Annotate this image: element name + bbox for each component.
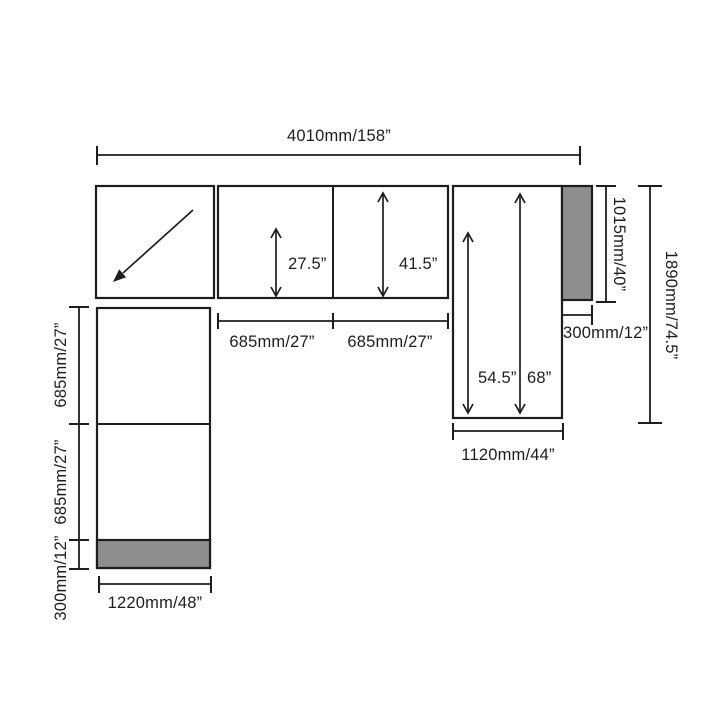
- right-arm-length-label: 1015mm/40”: [610, 197, 628, 292]
- left-width-label: 1220mm/48”: [108, 594, 203, 612]
- middle-width-label-1: 685mm/27”: [229, 333, 314, 351]
- left-section-outline: [95, 306, 212, 570]
- right-arm-width-dimension: 300mm/12”: [561, 305, 648, 342]
- left-width-dimension: 1220mm/48”: [98, 576, 212, 612]
- middle-sections-box: 27.5” 41.5”: [216, 184, 450, 300]
- total-depth-label: 68”: [527, 369, 551, 387]
- arrowhead-up: [514, 192, 526, 204]
- overall-depth-label: 1890mm/74.5”: [662, 251, 680, 360]
- left-depth-label-2: 685mm/27”: [52, 439, 70, 524]
- seat-height-arrow: [270, 227, 282, 298]
- corner-section-box: [94, 184, 216, 300]
- back-height-arrow: [377, 191, 389, 298]
- middle-width-label-2: 685mm/27”: [347, 333, 432, 351]
- seat-depth-label: 54.5”: [478, 369, 517, 387]
- right-section-outline: [451, 184, 564, 420]
- right-width-dimension: 1120mm/44”: [452, 423, 564, 464]
- overall-width-label: 4010mm/158”: [287, 127, 391, 145]
- right-arm-width-label: 300mm/12”: [563, 324, 648, 342]
- right-arm-panel: [560, 184, 594, 302]
- arrowhead-up: [377, 191, 389, 203]
- left-arm-depth-label: 300mm/12”: [52, 535, 70, 620]
- overall-depth-dimension: 1890mm/74.5”: [638, 185, 680, 424]
- arrowhead-up: [462, 231, 474, 243]
- seat-height-label: 27.5”: [288, 255, 327, 273]
- arrowhead-down: [462, 403, 474, 415]
- seat-depth-arrow: [462, 231, 474, 415]
- arrowhead-down: [514, 403, 526, 415]
- overall-width-dimension: 4010mm/158”: [96, 127, 581, 165]
- corner-diagonal-arrow: [113, 209, 194, 282]
- arrowhead-down: [377, 286, 389, 298]
- left-section-box: [95, 306, 212, 570]
- total-depth-arrow: [514, 192, 526, 415]
- arrowhead: [113, 269, 127, 282]
- arrowhead-down: [270, 286, 282, 298]
- right-section-box: 54.5” 68”: [451, 184, 594, 420]
- arrowhead-up: [270, 227, 282, 239]
- left-depth-label-1: 685mm/27”: [52, 322, 70, 407]
- left-depth-dimensions: 685mm/27” 685mm/27” 300mm/12”: [52, 306, 89, 621]
- middle-widths-dimension: 685mm/27” 685mm/27”: [217, 313, 449, 351]
- left-arm-panel: [95, 538, 212, 570]
- right-width-label: 1120mm/44”: [461, 446, 554, 464]
- back-height-label: 41.5”: [399, 255, 438, 273]
- right-arm-length-dimension: 1015mm/40”: [596, 185, 628, 303]
